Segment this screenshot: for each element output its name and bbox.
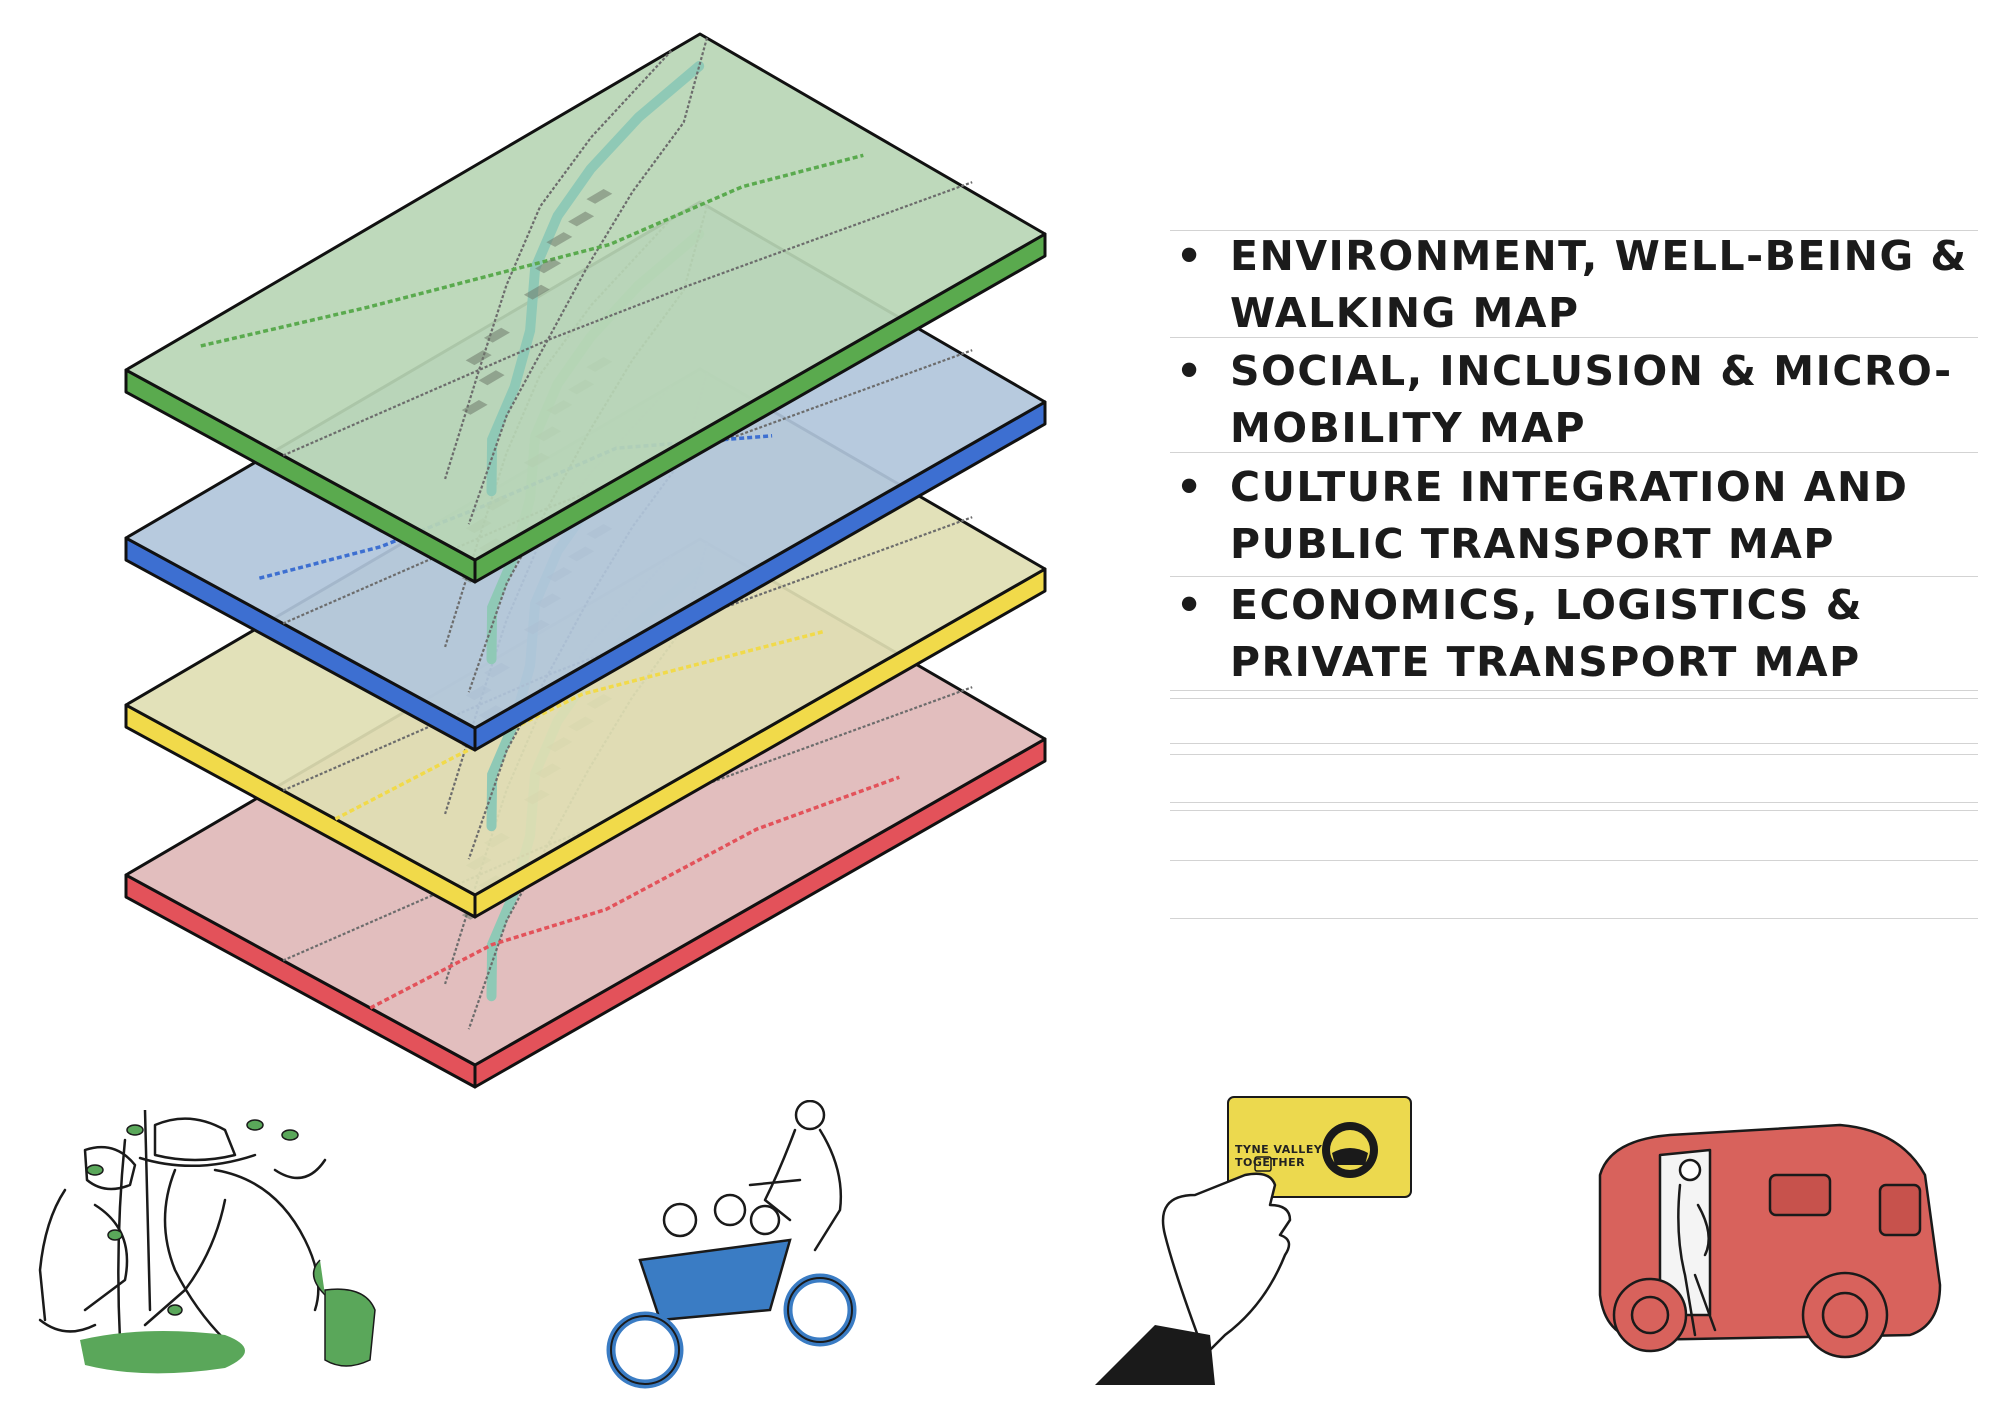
gardening-people-icon: [38, 1110, 376, 1374]
road: [282, 349, 973, 625]
road: [282, 516, 973, 792]
bullet-icon: •: [1176, 581, 1204, 629]
legend-line: PRIVATE TRANSPORT MAP: [1230, 638, 1861, 686]
legend-line: ENVIRONMENT, WELL-BEING &: [1230, 232, 1968, 280]
legend-item-economics: • ECONOMICS, LOGISTICS & PRIVATE TRANSPO…: [1170, 577, 1978, 691]
rule: [1170, 810, 1978, 811]
rule: [1170, 690, 1978, 691]
legend-line: ECONOMICS, LOGISTICS &: [1230, 581, 1863, 629]
legend-item-environment: • ENVIRONMENT, WELL-BEING & WALKING MAP: [1170, 228, 1978, 342]
bullet-icon: •: [1176, 347, 1204, 395]
layer-surface: [124, 32, 1047, 562]
rule: [1170, 698, 1978, 699]
settlement-block: [546, 232, 573, 247]
legend-item-culture: • CULTURE INTEGRATION AND PUBLIC TRANSPO…: [1170, 459, 1978, 573]
legend-line: SOCIAL, INCLUSION & MICRO-: [1230, 347, 1953, 395]
bullet-icon: •: [1176, 232, 1204, 280]
legend-item-social: • SOCIAL, INCLUSION & MICRO- MOBILITY MA…: [1170, 343, 1978, 457]
rule: [1170, 743, 1978, 744]
settlement-block: [478, 370, 505, 386]
autonomous-shuttle-icon: [1598, 1123, 1942, 1359]
settlement-block: [535, 258, 562, 274]
layered-map-stack: [124, 32, 1047, 1089]
road: [282, 686, 973, 962]
transit-card-hand-icon: [1095, 1096, 1412, 1385]
rule: [1170, 452, 1978, 453]
legend-line: PUBLIC TRANSPORT MAP: [1230, 520, 1835, 568]
road: [444, 50, 673, 480]
settlement-block: [461, 400, 488, 415]
card-label-line: TOGETHER: [1235, 1156, 1306, 1169]
route: [369, 775, 900, 1010]
map-legend: • ENVIRONMENT, WELL-BEING & WALKING MAP …: [1170, 228, 1978, 691]
rule: [1170, 576, 1978, 577]
settlement-block: [523, 284, 550, 300]
cargo-bike-family-icon: [606, 1100, 857, 1389]
card-label-line: TYNE VALLEY: [1235, 1143, 1323, 1156]
legend-line: WALKING MAP: [1230, 289, 1580, 337]
legend-line: CULTURE INTEGRATION AND: [1230, 463, 1909, 511]
route: [334, 629, 825, 821]
rule: [1170, 230, 1978, 231]
settlement-block: [483, 327, 510, 343]
settlement-block: [586, 189, 613, 204]
route: [200, 153, 864, 348]
map-layers: [124, 32, 1047, 1089]
bullet-icon: •: [1176, 463, 1204, 511]
rule: [1170, 337, 1978, 338]
road: [467, 37, 709, 525]
rule: [1170, 802, 1978, 803]
legend-rules: [1170, 0, 1978, 930]
rule: [1170, 918, 1978, 919]
legend-line: MOBILITY MAP: [1230, 404, 1587, 452]
settlement-block: [568, 211, 595, 227]
map-layer-environment: [124, 32, 1047, 584]
settlement-block: [465, 350, 492, 366]
rule: [1170, 860, 1978, 861]
card-label: TYNE VALLEY TOGETHER: [1235, 1143, 1335, 1169]
road: [282, 181, 973, 457]
rule: [1170, 754, 1978, 755]
